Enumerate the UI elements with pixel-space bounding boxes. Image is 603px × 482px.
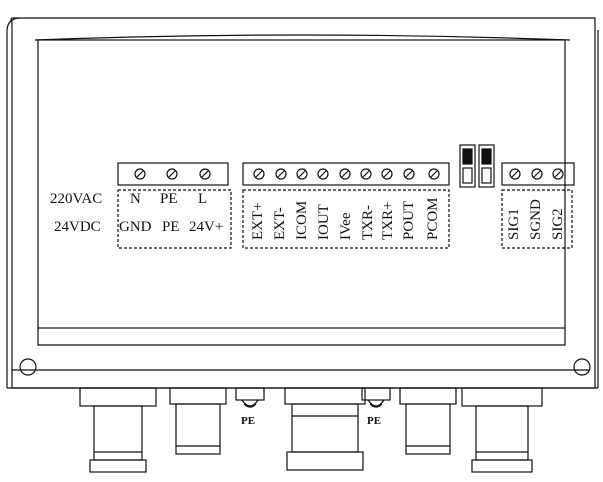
cable-glands <box>79 387 543 473</box>
lid-curve <box>34 34 571 41</box>
screw-terminal-icon <box>531 168 543 180</box>
terminal-label-24v-plus: 24V+ <box>189 219 224 235</box>
sig-terminal-block <box>501 162 575 249</box>
screw-terminal-icon <box>296 168 308 180</box>
terminal-label-ext-minus: EXT- <box>272 207 288 240</box>
terminal-label-gnd: GND <box>119 219 152 235</box>
terminal-label-pe-ac: PE <box>160 191 178 207</box>
screw-terminal-icon <box>134 168 146 180</box>
voltage-label-24vdc: 24VDC <box>54 219 101 235</box>
terminal-label-sig2: SIG2 <box>550 208 566 240</box>
pe-ground-icon <box>235 387 265 408</box>
mounting-hole-left <box>19 358 37 376</box>
screw-terminal-icon <box>403 168 415 180</box>
screw-terminal-icon <box>381 168 393 180</box>
enclosure-outline <box>10 17 596 389</box>
cable-gland-2 <box>169 387 227 455</box>
screw-terminal-icon <box>360 168 372 180</box>
cable-gland-3 <box>284 387 366 471</box>
pe-stud-label-2: PE <box>367 415 382 427</box>
screw-terminal-icon <box>166 168 178 180</box>
io-terminal-block <box>242 162 450 249</box>
jumper-switches <box>459 144 495 188</box>
screw-terminal-icon <box>509 168 521 180</box>
cable-gland-5 <box>461 387 543 473</box>
terminal-label-l: L <box>198 191 208 207</box>
power-terminal-block <box>117 162 232 249</box>
terminal-label-ivee: IVee <box>338 212 354 240</box>
screw-terminal-icon <box>428 168 440 180</box>
screw-terminal-icon <box>317 168 329 180</box>
terminal-label-iout: IOUT <box>316 204 332 240</box>
terminal-label-icom: ICOM <box>294 200 310 240</box>
terminal-label-pout: POUT <box>401 200 417 240</box>
jumper-switch-1 <box>459 144 476 188</box>
terminal-label-txr-minus: TXR- <box>360 205 376 240</box>
screw-terminal-icon <box>253 168 265 180</box>
terminal-label-ext-plus: EXT+ <box>250 202 266 240</box>
screw-terminal-icon <box>275 168 287 180</box>
pe-stud-label-1: PE <box>241 415 256 427</box>
terminal-label-sgnd: SGND <box>528 199 544 240</box>
terminal-label-sig1: SIG1 <box>506 208 522 240</box>
terminal-label-n: N <box>130 191 141 207</box>
terminal-label-pe-dc: PE <box>162 219 180 235</box>
jumper-switch-2 <box>478 144 495 188</box>
terminal-label-txr-plus: TXR+ <box>380 201 396 240</box>
mounting-hole-right <box>573 358 591 376</box>
screw-terminal-icon <box>339 168 351 180</box>
screw-terminal-icon <box>552 168 564 180</box>
cable-gland-1 <box>79 387 157 473</box>
inner-panel <box>37 39 566 329</box>
terminal-label-pcom: PCOM <box>425 197 441 240</box>
voltage-label-220vac: 220VAC <box>50 191 103 207</box>
screw-terminal-icon <box>199 168 211 180</box>
pe-ground-icon <box>361 387 391 408</box>
cable-gland-4 <box>399 387 457 455</box>
